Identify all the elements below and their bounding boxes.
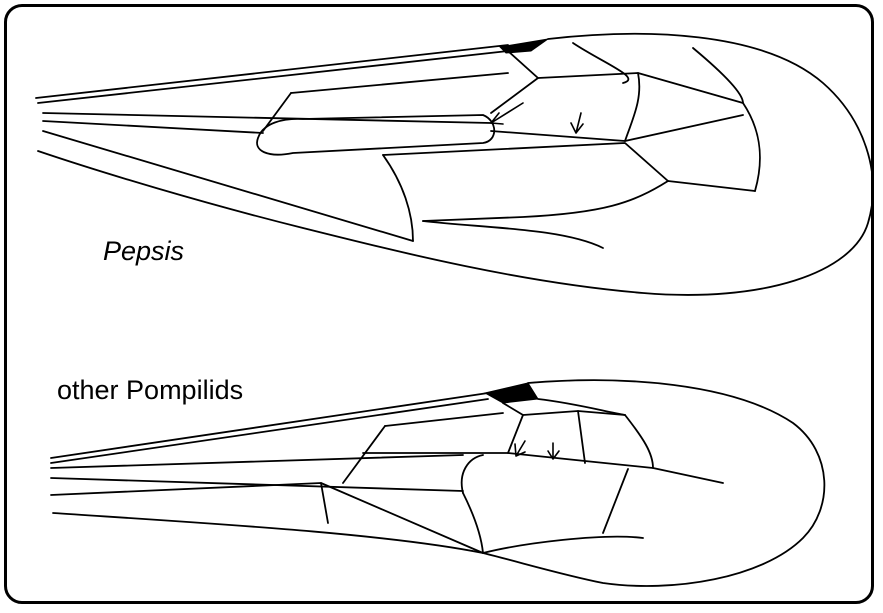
pepsis-subcosta [38, 51, 508, 103]
pepsis-outer-cross [573, 43, 628, 83]
pepsis-arrow-2 [571, 113, 583, 133]
pepsis-sm-1 [491, 51, 538, 113]
pepsis-cross-vein-a [263, 93, 291, 131]
pompilid-sm-1 [503, 403, 523, 453]
wing-diagram [7, 7, 874, 604]
pompilid-basal-1 [51, 455, 463, 468]
pepsis-sm-3 [743, 103, 760, 191]
label-other-pompilids: other Pompilids [57, 375, 243, 406]
pompilid-cross-b [321, 483, 328, 523]
pepsis-basal-cross [383, 155, 413, 241]
pompilid-wing [51, 380, 824, 586]
pepsis-basal-vein-1 [43, 113, 491, 123]
pepsis-sm-top [538, 73, 743, 103]
pepsis-basal-vein-2 [43, 121, 263, 133]
pompilid-sm-3 [625, 415, 653, 468]
pompilid-sm-2 [578, 411, 585, 463]
pepsis-sm-bottom [491, 115, 743, 141]
pepsis-outer-cross-2 [693, 48, 743, 103]
pompilid-cross-a [343, 426, 385, 483]
pompilid-radius [385, 413, 503, 426]
pepsis-costa [36, 45, 508, 98]
pepsis-sm-2 [625, 73, 639, 141]
pompilid-wing-outline [53, 380, 824, 586]
pompilid-sm-bottom [363, 453, 723, 483]
pepsis-arrow-1 [491, 103, 523, 124]
pepsis-discal-lower [423, 181, 668, 221]
label-pepsis: Pepsis [103, 236, 184, 267]
pompilid-stigma [485, 383, 538, 403]
pepsis-radius [291, 73, 508, 93]
pepsis-lower-cell [423, 221, 603, 248]
pepsis-cubitus [383, 143, 668, 181]
pepsis-discal-outer [668, 181, 755, 191]
figure-frame: Pepsis other Pompilids [4, 4, 874, 604]
pompilid-lower [462, 455, 483, 493]
pompilid-basal-2 [51, 478, 463, 491]
pompilid-cubitus [603, 469, 628, 533]
pepsis-anal-vein [43, 131, 413, 241]
